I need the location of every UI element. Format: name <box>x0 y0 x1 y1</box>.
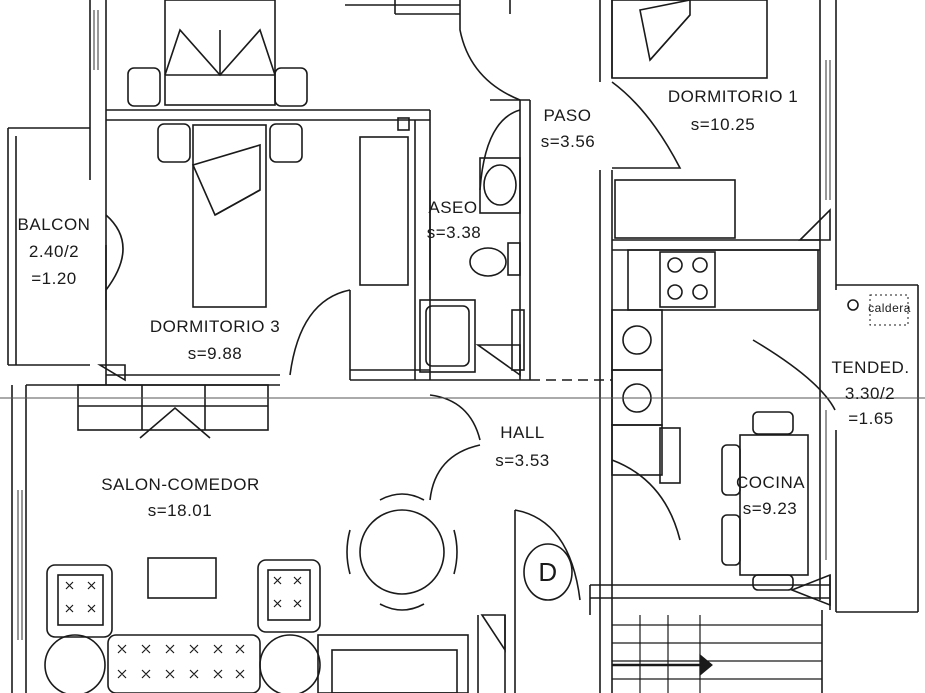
kitchen-fixtures <box>611 249 831 607</box>
doors <box>105 14 836 601</box>
bed-dormitorio-1 <box>611 0 768 79</box>
stairs <box>612 615 822 693</box>
area-paso: s=3.56 <box>540 132 596 151</box>
door-marker-d: D <box>538 557 558 587</box>
label-dormitorio-3: DORMITORIO 3 <box>149 317 281 336</box>
label-dormitorio-1: DORMITORIO 1 <box>667 87 799 106</box>
bathroom-fixtures <box>419 157 525 377</box>
label-hall: HALL <box>500 423 545 442</box>
label-salon-comedor: SALON-COMEDOR <box>101 475 260 494</box>
area-balcon: =1.20 <box>31 269 77 288</box>
dims-balcon: 2.40/2 <box>28 242 80 261</box>
area-tendedero: =1.65 <box>848 409 894 428</box>
area-cocina: s=9.23 <box>742 499 798 518</box>
area-dormitorio-3: s=9.88 <box>187 344 243 363</box>
bed-top-left <box>127 0 308 107</box>
label-tendedero: TENDED. <box>831 358 910 377</box>
salon-furniture <box>44 364 506 693</box>
area-dormitorio-1: s=10.25 <box>690 115 756 134</box>
label-paso: PASO <box>543 106 592 125</box>
area-hall: s=3.53 <box>495 451 550 470</box>
area-salon-comedor: s=18.01 <box>147 501 213 520</box>
label-caldera: caldera <box>868 301 911 315</box>
label-aseo: ASEO <box>428 198 478 217</box>
area-aseo: s=3.38 <box>426 223 482 242</box>
bed-dormitorio-3 <box>157 117 410 308</box>
dims-tendedero: 3.30/2 <box>844 384 896 403</box>
label-balcon: BALCON <box>17 215 91 234</box>
label-cocina: COCINA <box>735 473 806 492</box>
